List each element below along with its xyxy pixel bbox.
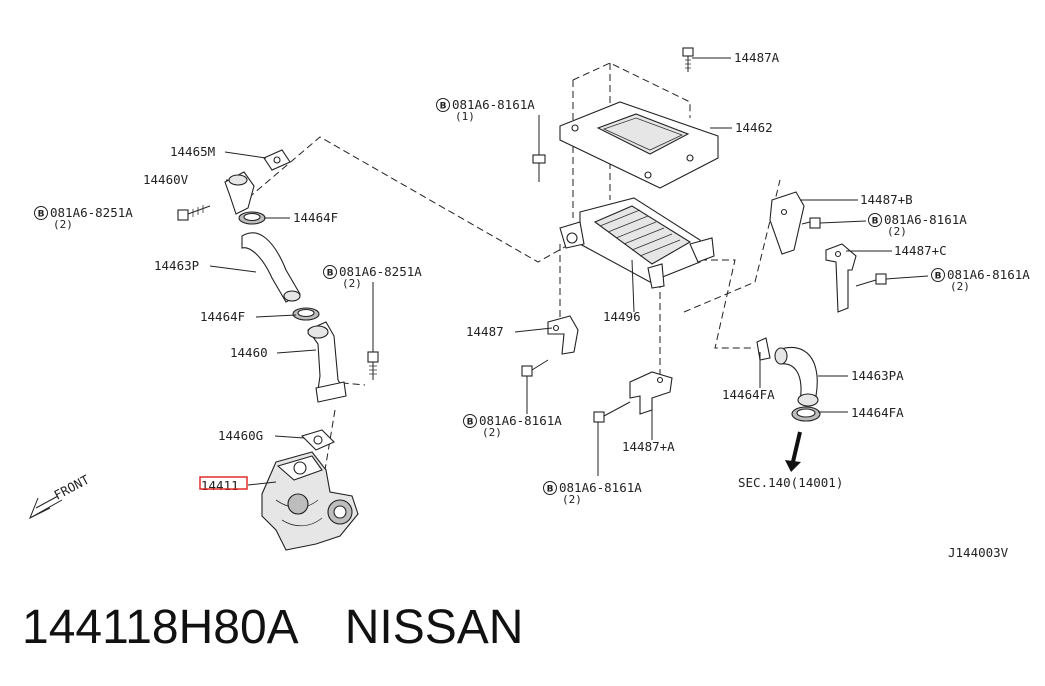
bolt-callout-2-qty: (2) [53,218,73,231]
label-14464fa-left: 14464FA [722,387,775,402]
bolt-callout-3-code: 081A6-8251A [339,264,422,279]
gasket-14465m [263,149,291,171]
bolt-callout-6-icon: B [467,418,474,428]
clamp-14464f-bottom [292,307,320,321]
bolt-callout-2: B 081A6-8251A (2) [34,205,133,231]
bolt-callout-2-icon: B [38,210,45,220]
bolt-callout-1-qty: (1) [455,110,475,123]
label-14464fa-right: 14464FA [851,405,904,420]
clamp-14464fa-left [756,337,771,361]
bolt-tube-14460 [367,351,379,380]
exploded-parts-diagram: FRONT 14487A 14462 14465M 14460V 14464F [29,47,1030,560]
tube-14460 [307,321,347,403]
bolt-callout-4-code: 081A6-8161A [884,212,967,227]
label-14460g: 14460G [218,428,263,443]
bolt-callout-2-code: 081A6-8251A [50,205,133,220]
turbocharger-14411 [261,451,359,551]
label-14487-plus-c: 14487+C [894,243,947,258]
label-14464f-bottom: 14464F [200,309,245,324]
bolt-14487a [682,47,694,72]
bolt-14487-lower [521,359,549,377]
dashed-connection-lines [239,62,781,471]
bracket-14487-plus-a [629,371,673,415]
label-14465m: 14465M [170,144,215,159]
bolt-callout-4-icon: B [872,217,879,227]
bolt-callout-7-qty: (2) [562,493,582,506]
bolt-callout-1-code: 081A6-8161A [452,97,535,112]
bolt-callout-5-icon: B [935,272,942,282]
bolt-callout-5-qty: (2) [950,280,970,293]
label-14487-plus-b: 14487+B [860,192,913,207]
bolt-callout-6-code: 081A6-8161A [479,413,562,428]
front-arrow-icon [29,495,63,520]
leader-lines [209,57,929,486]
elbow-14460v [224,171,255,215]
clamp-14464fa-right [791,406,821,422]
bolt-callout-1: B 081A6-8161A (1) [436,97,535,123]
label-14460: 14460 [230,345,268,360]
bolt-callout-3: B 081A6-8251A (2) [323,264,422,290]
label-14463pa: 14463PA [851,368,904,383]
diagram-code: J144003V [948,545,1009,560]
clamp-14464f-top [238,211,266,225]
label-14464f-top: 14464F [293,210,338,225]
bolt-callout-3-qty: (2) [342,277,362,290]
label-14487a: 14487A [734,50,780,65]
bolt-callout-4: B 081A6-8161A (2) [868,212,967,238]
part-labels: 14487A 14462 14465M 14460V 14464F 14463P… [143,50,1009,560]
label-14496: 14496 [603,309,641,324]
hose-14463p [241,232,301,303]
bolt-14487-plus-b [801,217,821,229]
label-14460v: 14460V [143,172,189,187]
bracket-14487-plus-b [769,191,805,255]
intercooler-14496 [559,197,715,289]
bracket-14487 [547,315,579,355]
bolt-callout-7-icon: B [547,485,554,495]
bolt-callout-3-icon: B [327,269,334,279]
label-14487-plus-a: 14487+A [622,439,675,454]
bolt-14460v [177,205,211,221]
bracket-14487-plus-c [825,243,857,313]
bolt-callout-5-code: 081A6-8161A [947,267,1030,282]
bolt-14487-plus-a [593,401,631,423]
section-arrow [785,431,802,472]
front-label: FRONT [51,472,92,503]
bolt-callout-7-code: 081A6-8161A [559,480,642,495]
label-14487: 14487 [466,324,504,339]
bolt-callout-5: B 081A6-8161A (2) [931,267,1030,293]
bolt-callout-4-qty: (2) [887,225,907,238]
hose-14463pa [774,346,819,407]
bolt-callout-1-icon: B [440,102,447,112]
bolt-callout-6-qty: (2) [482,426,502,439]
label-14411: 14411 [201,478,239,493]
highlight-box-14411 [199,476,248,490]
label-14462: 14462 [735,120,773,135]
cover-plate-14462 [559,101,719,189]
section-reference: SEC.140(14001) [738,475,843,490]
label-14463p: 14463P [154,258,199,273]
bolt-callout-6: B 081A6-8161A (2) [463,413,562,439]
bolt-cover-left [532,154,546,182]
gasket-14460g [300,429,335,451]
bolt-callout-7: B 081A6-8161A (2) [543,480,642,506]
part-caption: 144118H80A NISSAN [22,596,1022,666]
brand-name: NISSAN [344,601,524,654]
bolt-14487-plus-c [855,273,887,287]
part-number: 144118H80A [22,601,299,654]
